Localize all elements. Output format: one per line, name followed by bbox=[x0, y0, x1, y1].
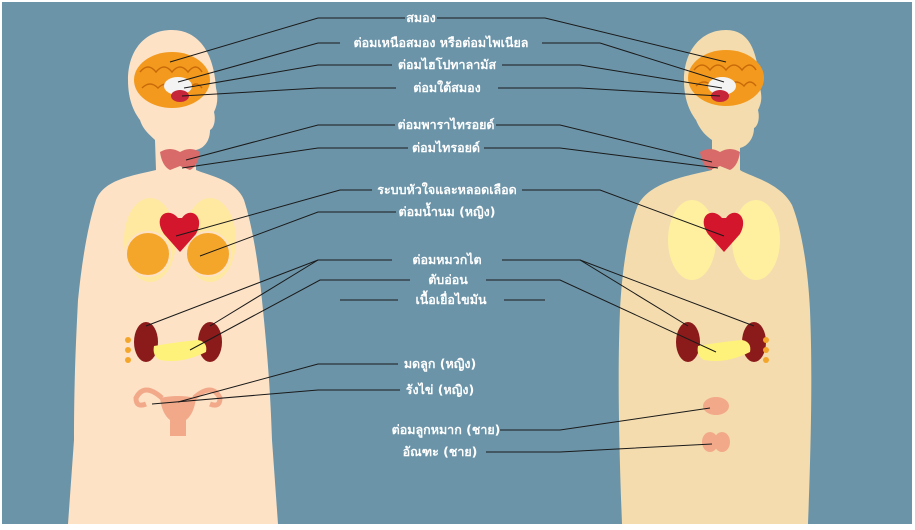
male-prostate bbox=[703, 397, 729, 415]
label-pineal: ต่อมเหนือสมอง หรือต่อมไพเนียล bbox=[354, 35, 529, 50]
label-prostate: ต่อมลูกหมาก (ชาย) bbox=[392, 422, 501, 438]
male-lung-left bbox=[668, 200, 716, 280]
label-parathyroid: ต่อมพาราไทรอยด์ bbox=[397, 117, 494, 132]
male-lung-right bbox=[732, 200, 780, 280]
label-ovary: รังไข่ (หญิง) bbox=[406, 382, 474, 397]
female-adipose-dot bbox=[125, 337, 131, 343]
male-adipose-dot bbox=[763, 337, 769, 343]
female-kidney-left bbox=[134, 322, 158, 362]
male-adipose-dot bbox=[763, 347, 769, 353]
label-pituitary: ต่อมใต้สมอง bbox=[413, 80, 481, 95]
label-testis: อัณฑะ (ชาย) bbox=[403, 444, 478, 459]
male-kidney-left bbox=[676, 322, 700, 362]
label-brain: สมอง bbox=[406, 10, 435, 25]
female-mammary-right bbox=[186, 232, 230, 276]
female-adipose-dot bbox=[125, 357, 131, 363]
label-hypothalamus: ต่อมไฮโปทาลามัส bbox=[398, 57, 497, 72]
male-adipose-dot bbox=[763, 357, 769, 363]
female-adipose-dot bbox=[125, 347, 131, 353]
label-pancreas: ตับอ่อน bbox=[428, 272, 468, 287]
female-mammary-left bbox=[126, 232, 170, 276]
label-thyroid: ต่อมไทรอยด์ bbox=[412, 140, 480, 155]
label-mammary: ต่อมน้ำนม (หญิง) bbox=[399, 202, 496, 219]
label-adipose: เนื้อเยื่อไขมัน bbox=[415, 290, 487, 307]
label-heart: ระบบหัวใจและหลอดเลือด bbox=[377, 182, 517, 197]
label-adrenal: ต่อมหมวกไต bbox=[412, 252, 481, 267]
label-uterus: มดลูก (หญิง) bbox=[404, 356, 476, 372]
male-testis-right bbox=[714, 432, 730, 452]
